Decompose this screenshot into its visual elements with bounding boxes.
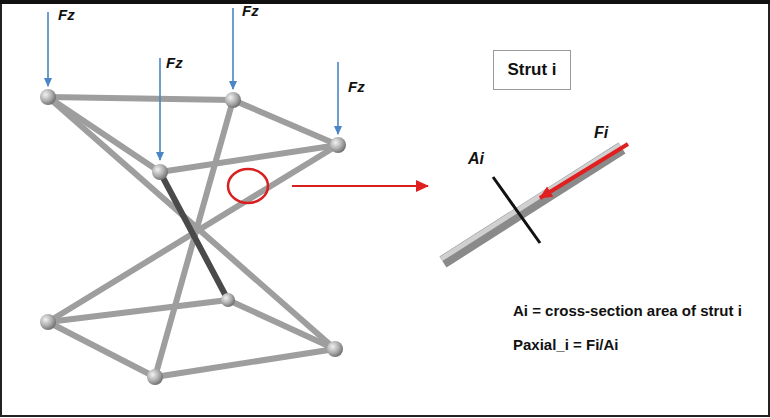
highlight-circle: [228, 169, 268, 203]
joints: [40, 89, 346, 385]
box-title: Strut i: [494, 60, 570, 80]
force-label: Fz: [166, 54, 183, 71]
area-label: Ai: [468, 150, 484, 168]
title-box: Strut i: [493, 50, 571, 90]
area-definition: Ai = cross-section area of strut i: [513, 302, 742, 319]
force-label: Fz: [348, 78, 365, 95]
strut-highlight: [441, 145, 620, 259]
force-arrows: [48, 8, 338, 160]
pointer-arrow: [292, 185, 428, 187]
force-label: Fi: [594, 124, 608, 142]
stress-formula: Paxial_i = Fi/Ai: [513, 336, 618, 353]
force-label: Fz: [242, 2, 259, 19]
struts: [48, 97, 338, 377]
cross-section-line: [493, 177, 540, 243]
force-label: Fz: [58, 6, 75, 23]
frame-top: [0, 0, 770, 4]
dark-strut: [160, 172, 228, 300]
axial-force-arrow: [540, 144, 628, 198]
